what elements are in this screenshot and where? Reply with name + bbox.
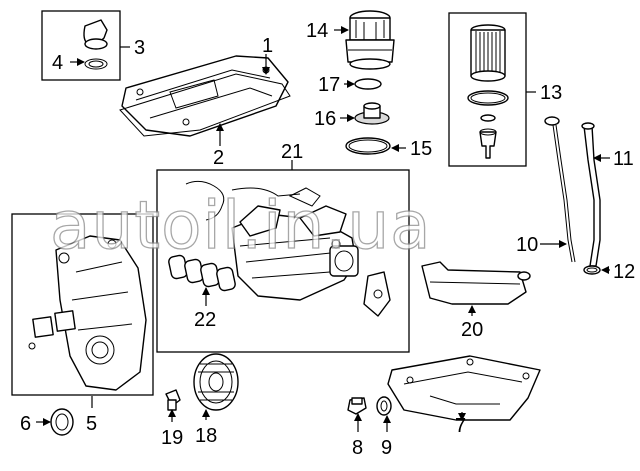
group-box-21: [156, 169, 410, 353]
callout-9: 9: [381, 437, 392, 459]
callout-16: 16: [314, 108, 336, 130]
callout-2: 2: [213, 147, 224, 169]
pulley-bolt: [165, 389, 181, 411]
callout-11: 11: [613, 148, 634, 170]
callout-13: 13: [540, 82, 562, 104]
group-box-3: [41, 10, 121, 81]
timing-chain-cover: [28, 235, 147, 391]
cylinder-head-cover: [121, 55, 289, 137]
callout-15: 15: [410, 138, 432, 160]
group-box-13: [448, 12, 527, 167]
callout-19: 19: [161, 427, 183, 449]
o-ring: [354, 78, 382, 90]
callout-12: 12: [613, 261, 635, 283]
head-cover-gasket: [119, 73, 291, 137]
drain-valve: [479, 128, 497, 159]
oil-pan: [387, 355, 541, 421]
group-box-5: [11, 213, 154, 396]
crankshaft-pulley: [193, 353, 239, 411]
intake-manifold: [185, 180, 391, 317]
dipstick-tube: [581, 122, 601, 267]
large-o-ring: [345, 137, 391, 155]
callout-10: 10: [516, 234, 538, 256]
tube-o-ring: [583, 265, 601, 275]
callout-17: 17: [318, 74, 340, 96]
manifold-gaskets: [168, 254, 236, 292]
callout-18: 18: [195, 425, 217, 447]
callout-5: 5: [86, 413, 97, 435]
callout-1: 1: [262, 35, 273, 57]
crankshaft-seal: [50, 408, 74, 436]
drain-plug-gasket: [376, 396, 392, 416]
callout-6: 6: [20, 413, 31, 435]
oil-filter-element: [470, 24, 506, 82]
oil-filter-cap: [345, 10, 395, 70]
callout-4: 4: [52, 52, 63, 74]
callout-8: 8: [352, 437, 363, 459]
oil-strainer: [421, 261, 531, 305]
callout-20: 20: [461, 319, 483, 341]
callout-22: 22: [194, 309, 216, 331]
callout-7: 7: [455, 415, 466, 437]
callout-14: 14: [306, 20, 328, 42]
drain-plug: [354, 102, 390, 125]
filter-kit-o-rings: [467, 90, 509, 122]
watermark: autoil.in.ua: [50, 187, 432, 264]
callout-21: 21: [281, 141, 303, 163]
oil-filler-cap: [83, 19, 108, 70]
oil-dipstick: [544, 116, 576, 263]
callout-3: 3: [134, 37, 145, 59]
pan-drain-plug: [347, 397, 367, 415]
